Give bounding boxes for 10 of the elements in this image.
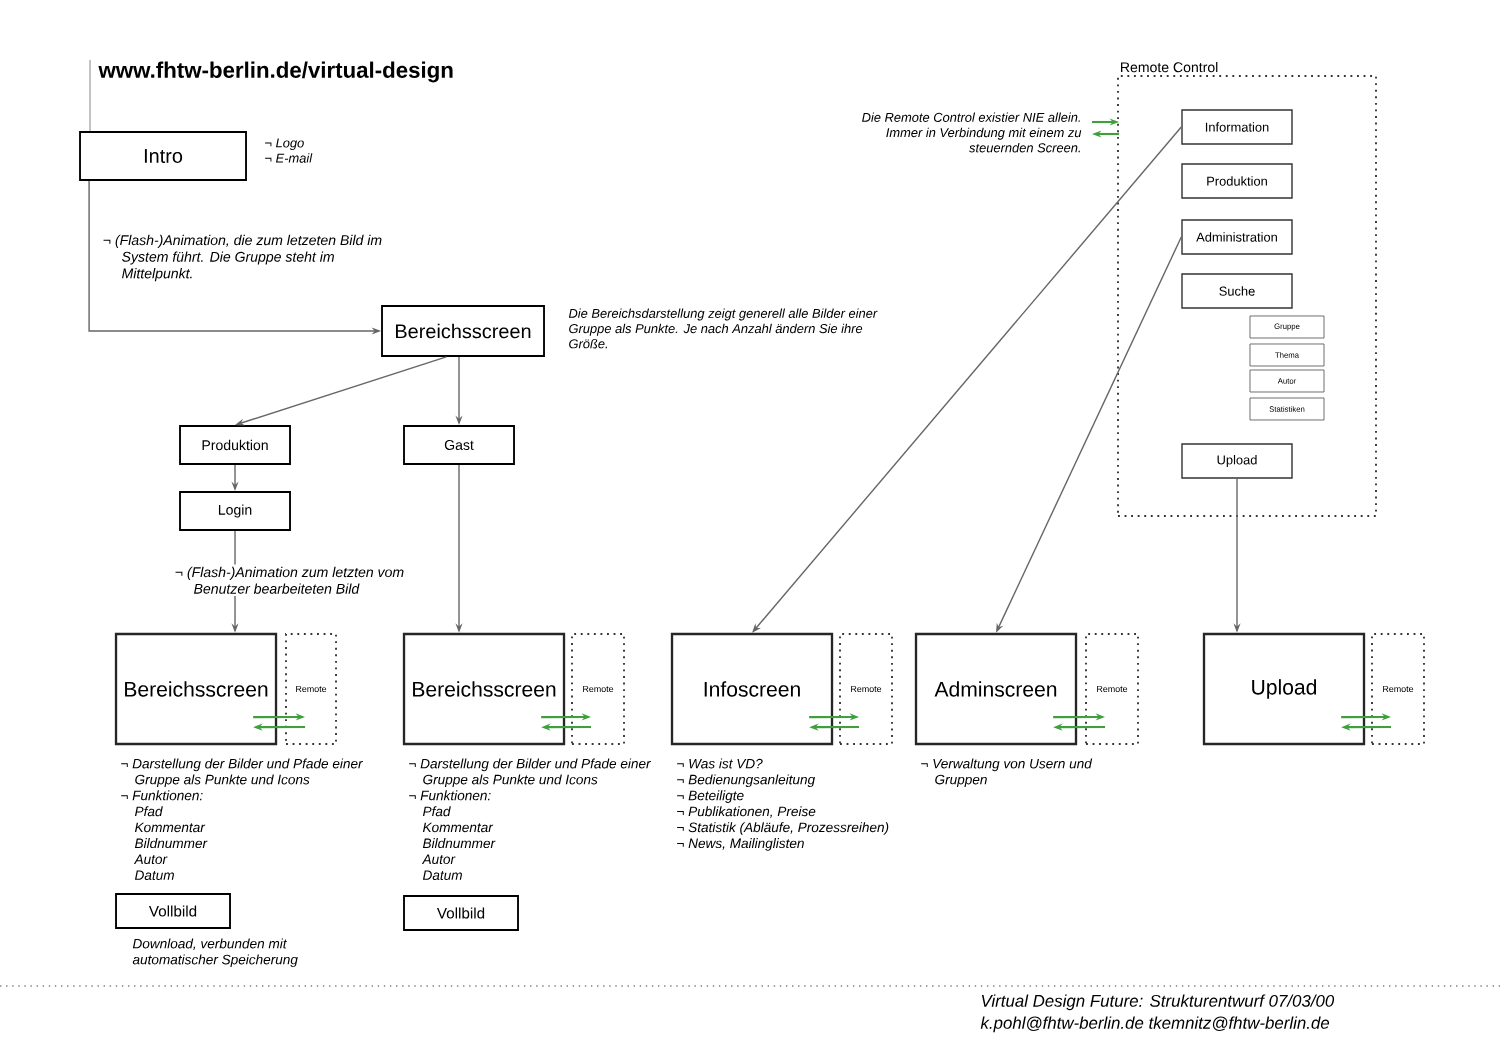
footer-note: k.pohl@fhtw-berlin.de tkemnitz@fhtw-berlin.de [980, 1016, 1330, 1033]
screen-box: Adminscreen [914, 632, 1078, 746]
screen-box: Upload [1202, 632, 1366, 746]
screen-box: Bereichsscreen [402, 632, 566, 746]
footer-note: Virtual Design Future: Strukturentwurf 07/03/00 [981, 994, 1335, 1011]
screen-box: Bereichsscreen [114, 632, 278, 746]
page-title: www.fhtw-berlin.de/virtual-design [98, 61, 453, 83]
screen-box: Infoscreen [670, 632, 834, 746]
process-box: Intro [79, 131, 247, 181]
process-box: Bereichsscreen [381, 305, 545, 357]
